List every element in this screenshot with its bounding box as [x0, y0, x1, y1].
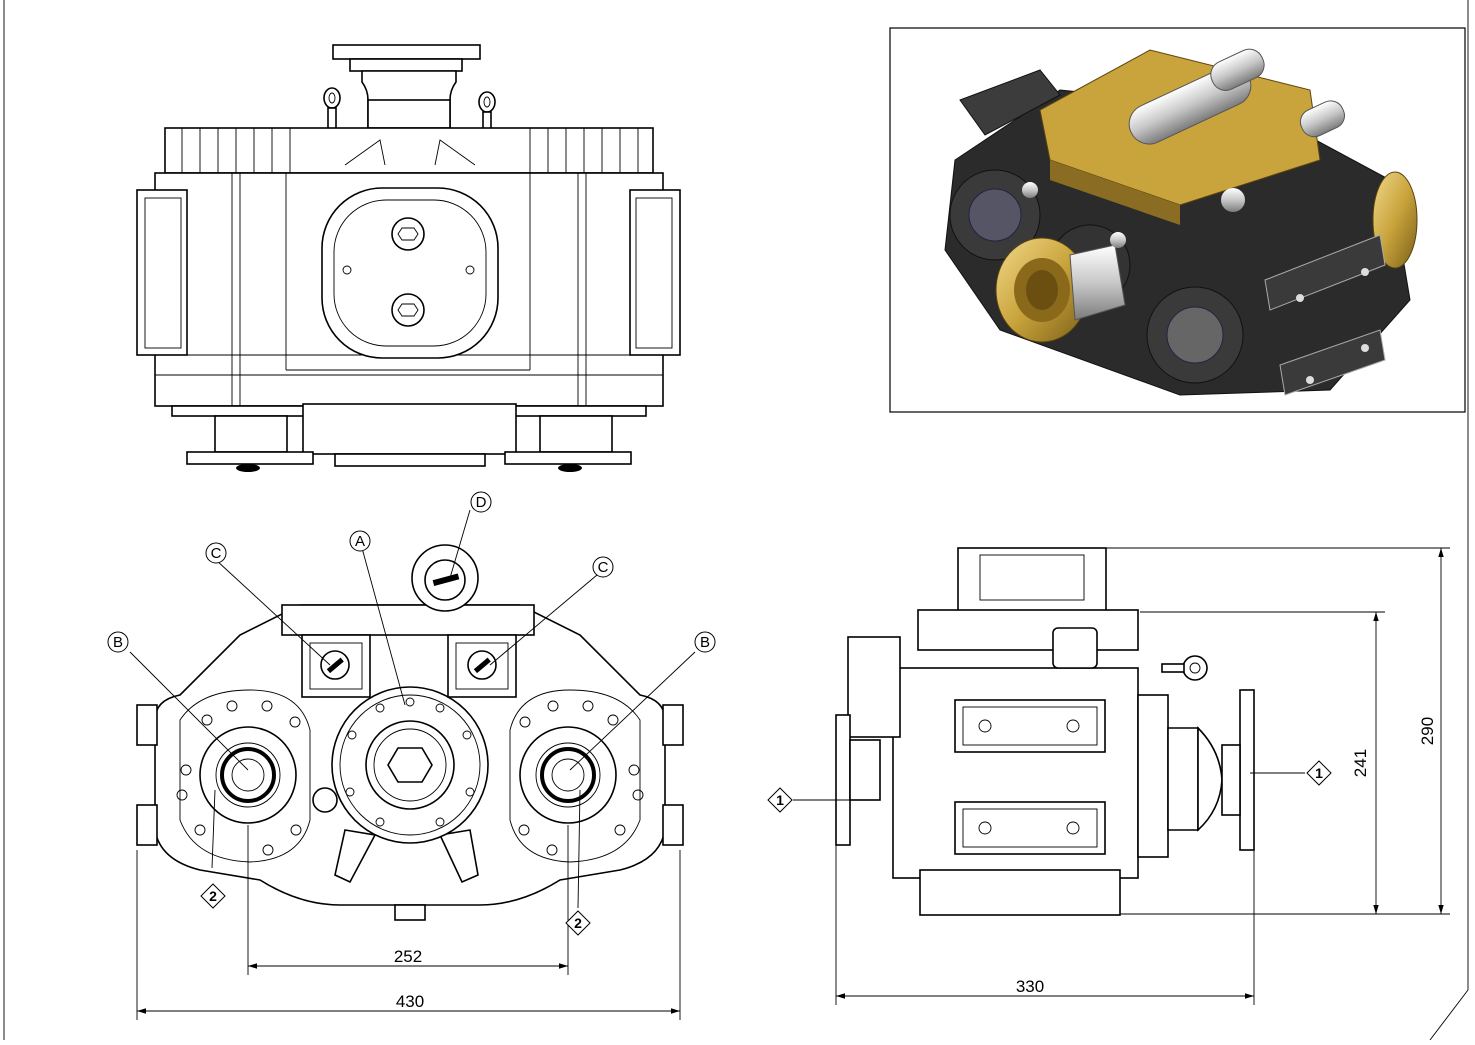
dimension-lines — [136, 547, 1450, 1020]
svg-text:B: B — [113, 634, 123, 651]
dimension-241: 241 — [1351, 749, 1370, 777]
balloon-c-left: C — [205, 542, 227, 564]
tag-2-left: 2 — [200, 883, 226, 909]
svg-text:1: 1 — [1315, 765, 1323, 781]
dimension-330: 330 — [1016, 977, 1044, 996]
leader-lines — [129, 509, 1305, 909]
dimension-430: 430 — [396, 992, 424, 1011]
svg-text:A: A — [355, 533, 365, 550]
svg-text:B: B — [700, 634, 710, 651]
svg-text:2: 2 — [574, 915, 582, 931]
svg-text:C: C — [598, 559, 609, 576]
svg-text:1: 1 — [776, 792, 784, 808]
balloon-b-left: B — [107, 631, 129, 653]
balloon-b-right: B — [694, 631, 716, 653]
svg-text:2: 2 — [209, 888, 217, 904]
tag-1-right: 1 — [1306, 760, 1332, 786]
dimension-290: 290 — [1418, 717, 1437, 745]
tag-2-right: 2 — [565, 910, 591, 936]
tag-1-left: 1 — [767, 787, 793, 813]
balloon-d: D — [470, 491, 492, 513]
dimension-252: 252 — [394, 947, 422, 966]
svg-text:C: C — [211, 545, 222, 562]
svg-text:D: D — [476, 494, 487, 511]
render-view — [889, 27, 1466, 413]
balloon-a: A — [349, 530, 371, 552]
balloon-c-right: C — [592, 556, 614, 578]
side-view — [835, 547, 1255, 916]
top-view — [136, 44, 681, 472]
sheet-border — [3, 0, 1469, 1041]
front-view — [136, 544, 684, 921]
